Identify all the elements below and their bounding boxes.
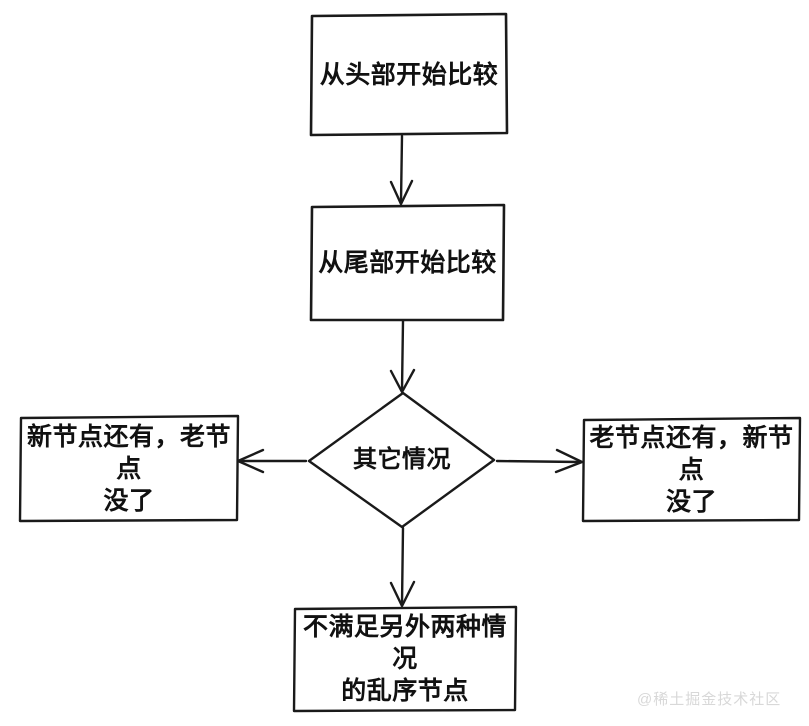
node-old-remains[interactable] xyxy=(581,416,802,523)
node-new-remains-outline xyxy=(18,414,240,523)
node-tail-compare[interactable] xyxy=(309,203,506,322)
edge-tail-to-other-line xyxy=(400,319,405,392)
node-other-case-outline xyxy=(307,391,496,529)
edge-other-to-old-line xyxy=(495,459,582,464)
edge-other-to-unordered xyxy=(389,526,416,608)
node-unordered-nodes[interactable] xyxy=(292,605,518,713)
edge-head-to-tail-line xyxy=(399,134,404,204)
edge-head-to-tail xyxy=(389,134,414,206)
node-head-compare[interactable] xyxy=(309,12,509,137)
edge-other-to-new xyxy=(236,448,308,474)
edge-other-to-unordered-line xyxy=(400,526,405,606)
edge-tail-to-other xyxy=(389,319,416,394)
edge-tail-to-other-arrowhead xyxy=(389,368,416,394)
edge-other-to-unordered-arrowhead xyxy=(389,580,416,608)
node-head-compare-outline xyxy=(309,12,509,137)
node-unordered-nodes-outline xyxy=(292,605,518,713)
node-other-case[interactable] xyxy=(307,391,496,529)
edge-other-to-old xyxy=(495,448,584,474)
edge-other-to-old-arrowhead xyxy=(554,448,584,474)
edge-other-to-new-arrowhead xyxy=(236,448,265,474)
node-tail-compare-outline xyxy=(309,203,506,322)
node-old-remains-outline xyxy=(581,416,802,523)
node-new-remains[interactable] xyxy=(18,414,240,523)
watermark: @稀土掘金技术社区 xyxy=(637,691,782,708)
edge-head-to-tail-arrowhead xyxy=(389,179,414,206)
